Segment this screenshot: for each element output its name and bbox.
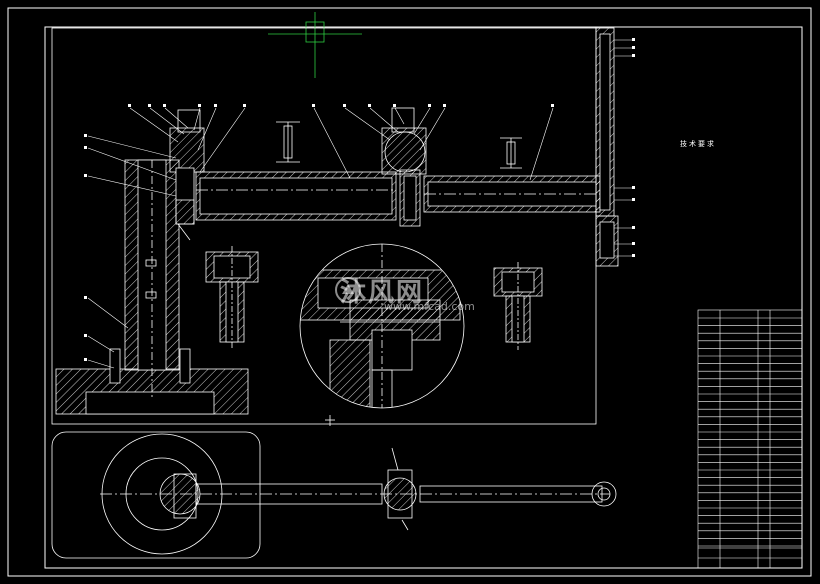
enlarged-detail-circle [299,243,465,409]
section-symbol-1 [276,121,300,163]
top-view [51,431,617,559]
watermark-url: www.mfcad.com [384,300,475,313]
title-block [698,547,802,559]
watermark-logo-icon [335,277,361,303]
detail-part-right [493,262,543,350]
parts-list-table [697,309,803,569]
inner-border [44,26,803,569]
leader-lines [87,39,632,369]
section-symbol-2 [500,137,522,169]
part-balloons [84,38,635,361]
arm-top-2 [419,485,603,503]
front-view [51,27,635,426]
technical-requirements-title: 技术要求 [680,140,716,148]
watermark-brand: 沐风网 [340,278,425,308]
outer-border [7,7,812,577]
technical-requirements: 技术要求 [662,140,716,152]
cursor-crosshair [268,12,362,78]
detail-part-left [205,246,259,348]
